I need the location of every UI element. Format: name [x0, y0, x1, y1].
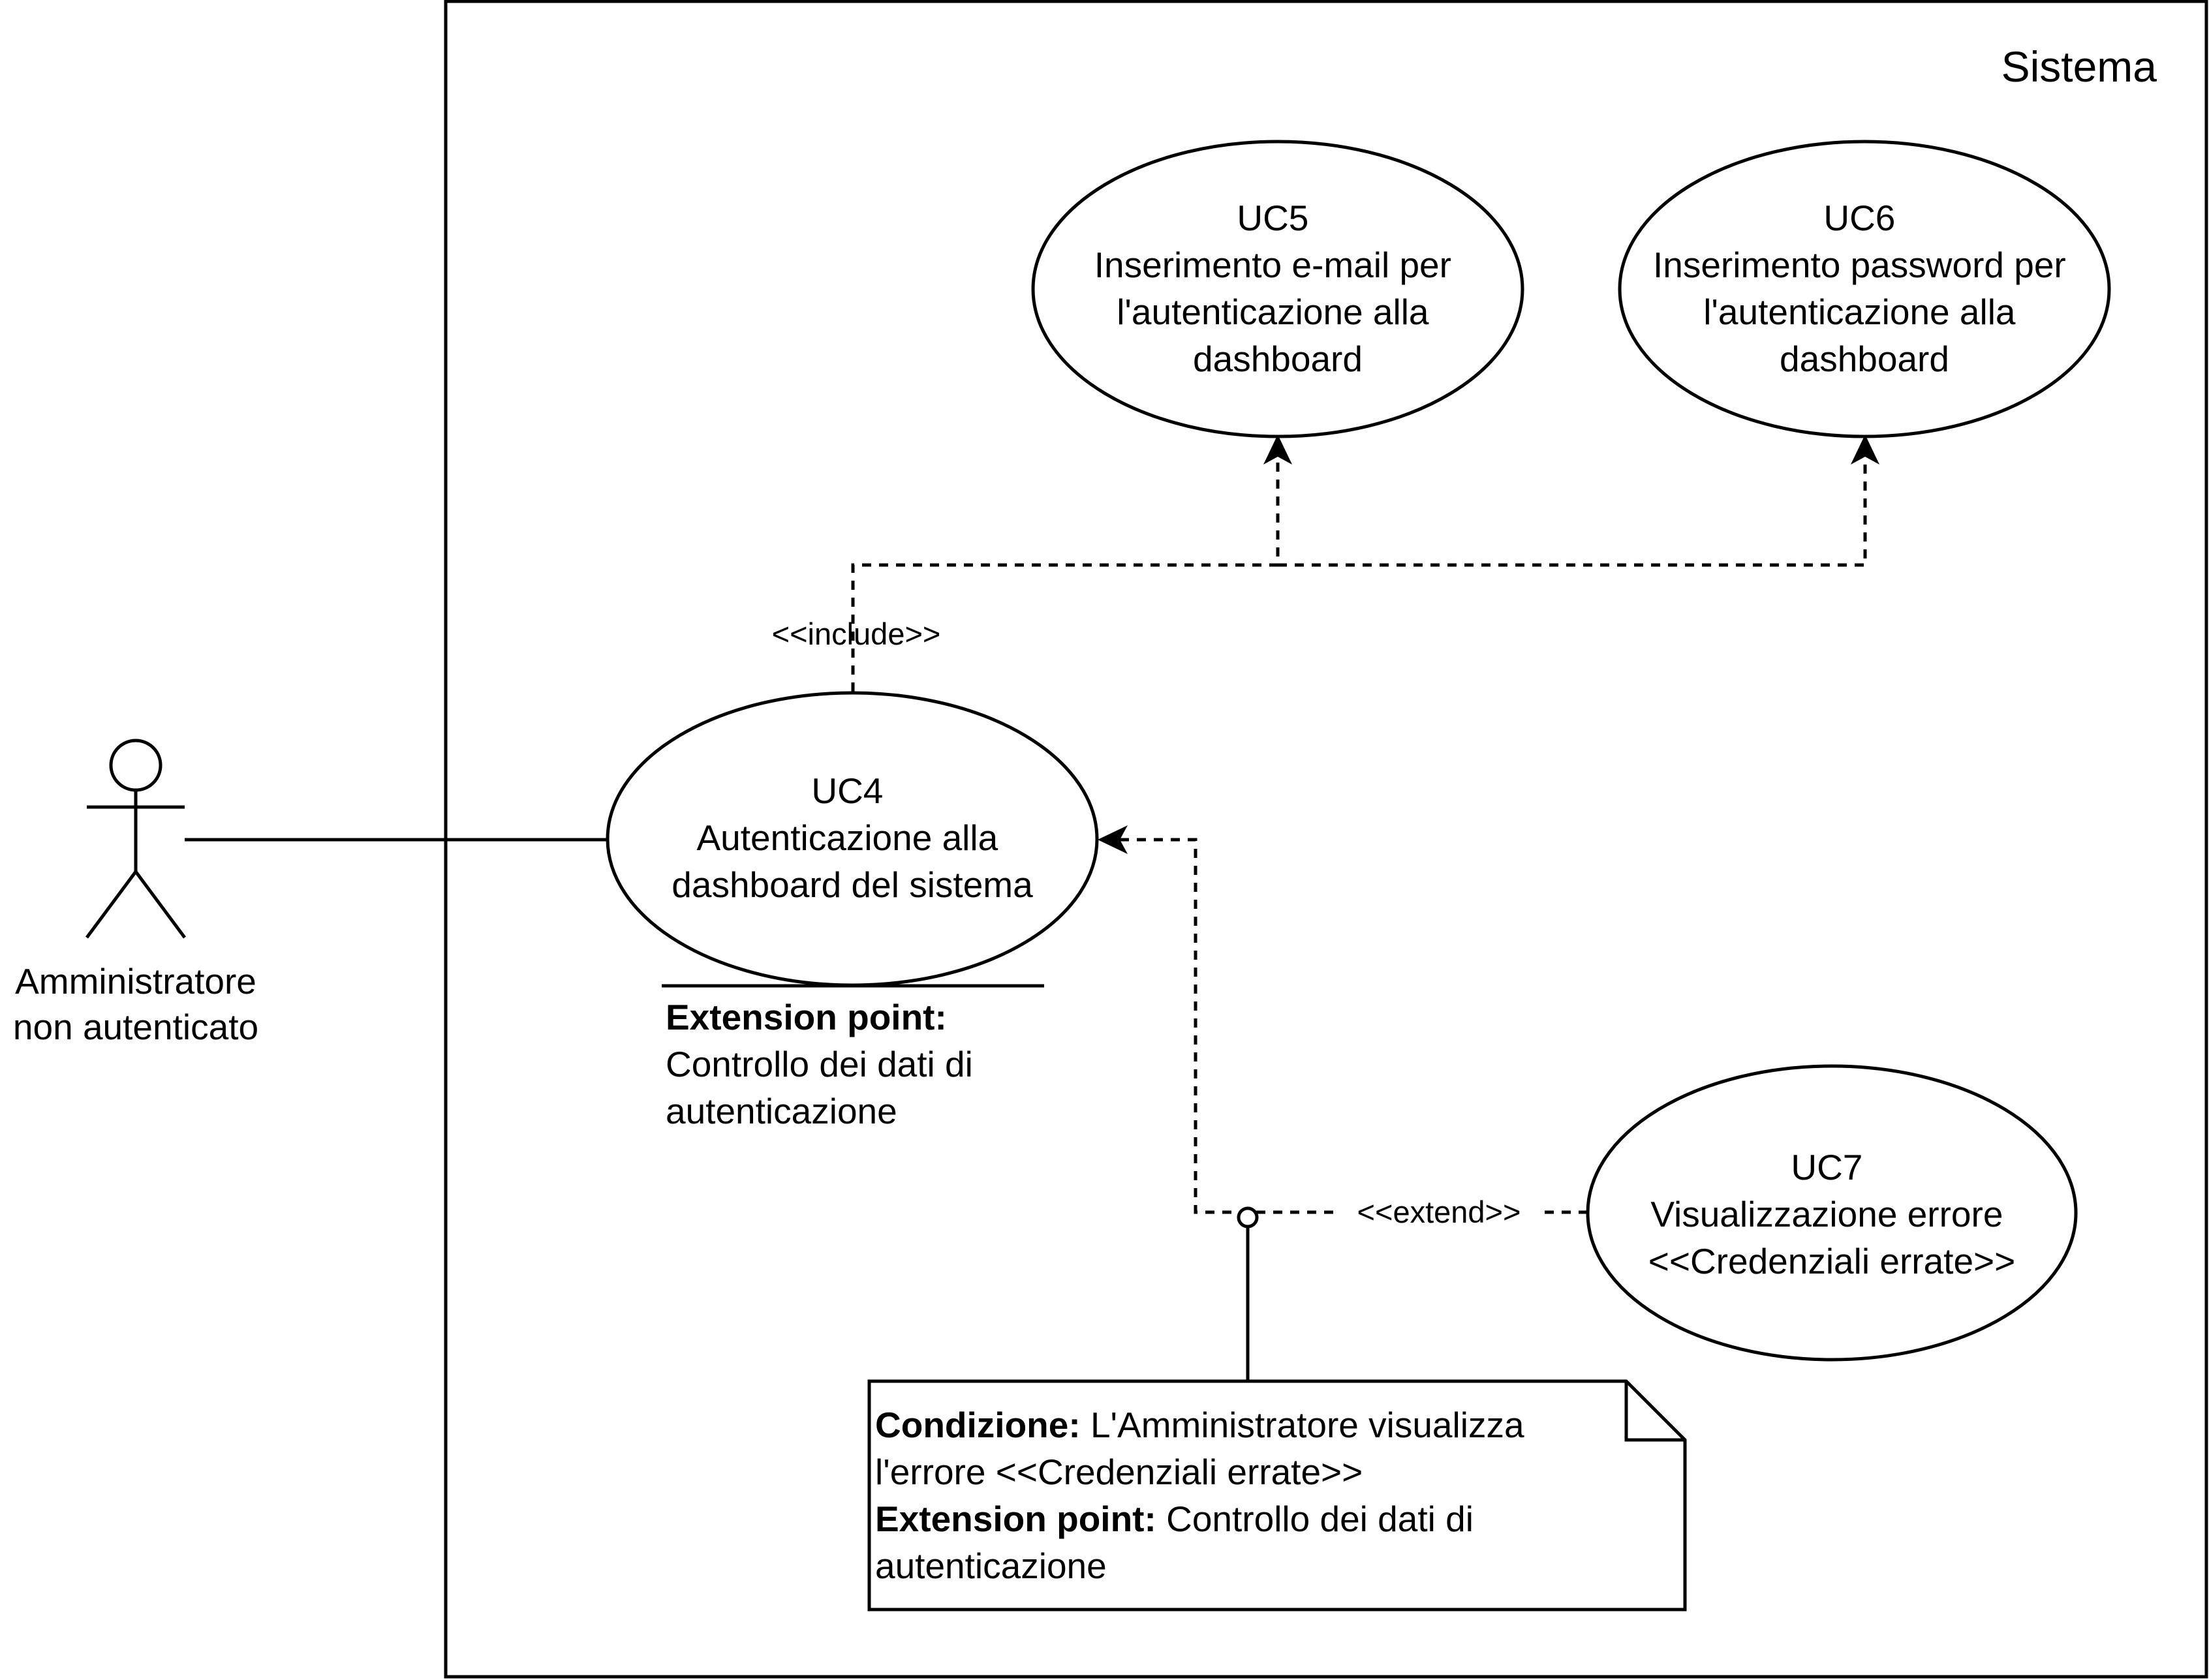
use-case-uc7 — [1586, 1064, 2078, 1362]
extend-label-background — [1341, 1191, 1537, 1233]
uc4-id: UC4 — [811, 771, 883, 811]
extend-arrowhead — [1098, 825, 1128, 854]
svg-text:UC7 Visualizzazione errore: UC7 Visualizzazione errore <<Credenziali… — [1648, 1147, 2016, 1281]
uc6-line3: dashboard — [1780, 339, 1949, 379]
note-anchor-circle — [1237, 1206, 1259, 1229]
actor-stick-figure — [85, 739, 187, 939]
use-case-uc6 — [1618, 140, 2111, 438]
include-label: <<include>> — [772, 617, 941, 651]
uc4-line2: dashboard del sistema — [672, 864, 1033, 905]
uc6-line1: Inserimento password per — [1653, 245, 2066, 285]
uc5-id: UC5 — [1237, 198, 1308, 238]
include-arrowhead-uc6 — [1851, 435, 1879, 465]
system-title: Sistema — [2001, 42, 2157, 91]
include-connector — [851, 442, 1869, 692]
svg-text:Extension point: Controllo: Extension point: Controllo dei dati di a… — [666, 997, 983, 1131]
note-condition-text1: L'Amministratore visualizza — [1081, 1405, 1524, 1445]
uc4-line1: Autenticazione alla — [697, 817, 998, 858]
include-arrowhead-uc5 — [1263, 435, 1292, 465]
svg-text:UC5 Inserimento e-mail per: UC5 Inserimento e-mail per l'autenticazi… — [1094, 198, 1461, 379]
note-condition-text2: l'errore <<Credenziali errate>> — [875, 1452, 1363, 1492]
note-folded-corner — [1624, 1381, 1685, 1442]
uc5-line3: dashboard — [1193, 339, 1363, 379]
uc6-line2: l'autenticazione alla — [1703, 292, 2016, 332]
svg-text:UC6 Inserimento password p: UC6 Inserimento password per l'autentica… — [1653, 198, 2076, 379]
uc7-line1: Visualizzazione errore — [1650, 1194, 2003, 1234]
svg-text:Condizione: L'Amministratore v: Condizione: L'Amministratore visualizza … — [875, 1405, 1534, 1586]
note-condition-label: Condizione: — [875, 1405, 1081, 1445]
uc5-line1: Inserimento e-mail per — [1094, 245, 1451, 285]
use-case-uc5 — [1031, 140, 1524, 438]
actor-label-line2: non autenticato — [13, 1007, 258, 1047]
svg-text:UC4 Autenticazione alla: UC4 Autenticazione alla dashboard del si… — [672, 771, 1033, 905]
note-ext-label: Extension point: — [875, 1499, 1156, 1539]
extension-point-heading: Extension point: — [666, 997, 947, 1037]
uc7-id: UC7 — [1791, 1147, 1862, 1187]
actor-label-line1: Amministratore — [15, 961, 256, 1001]
extension-point-line1: Controllo dei dati di — [666, 1044, 973, 1084]
extension-point-line2: autenticazione — [666, 1091, 897, 1131]
uc5-line2: l'autenticazione alla — [1117, 292, 1429, 332]
condition-note — [867, 1379, 1687, 1611]
extend-connector — [1109, 838, 1588, 1214]
note-ext-text1: Controllo dei dati di — [1156, 1499, 1474, 1539]
uc6-id: UC6 — [1823, 198, 1895, 238]
uc7-line2: <<Credenziali errate>> — [1648, 1241, 2016, 1281]
note-ext-text2: autenticazione — [875, 1546, 1107, 1586]
extend-label: <<extend>> — [1357, 1195, 1521, 1229]
